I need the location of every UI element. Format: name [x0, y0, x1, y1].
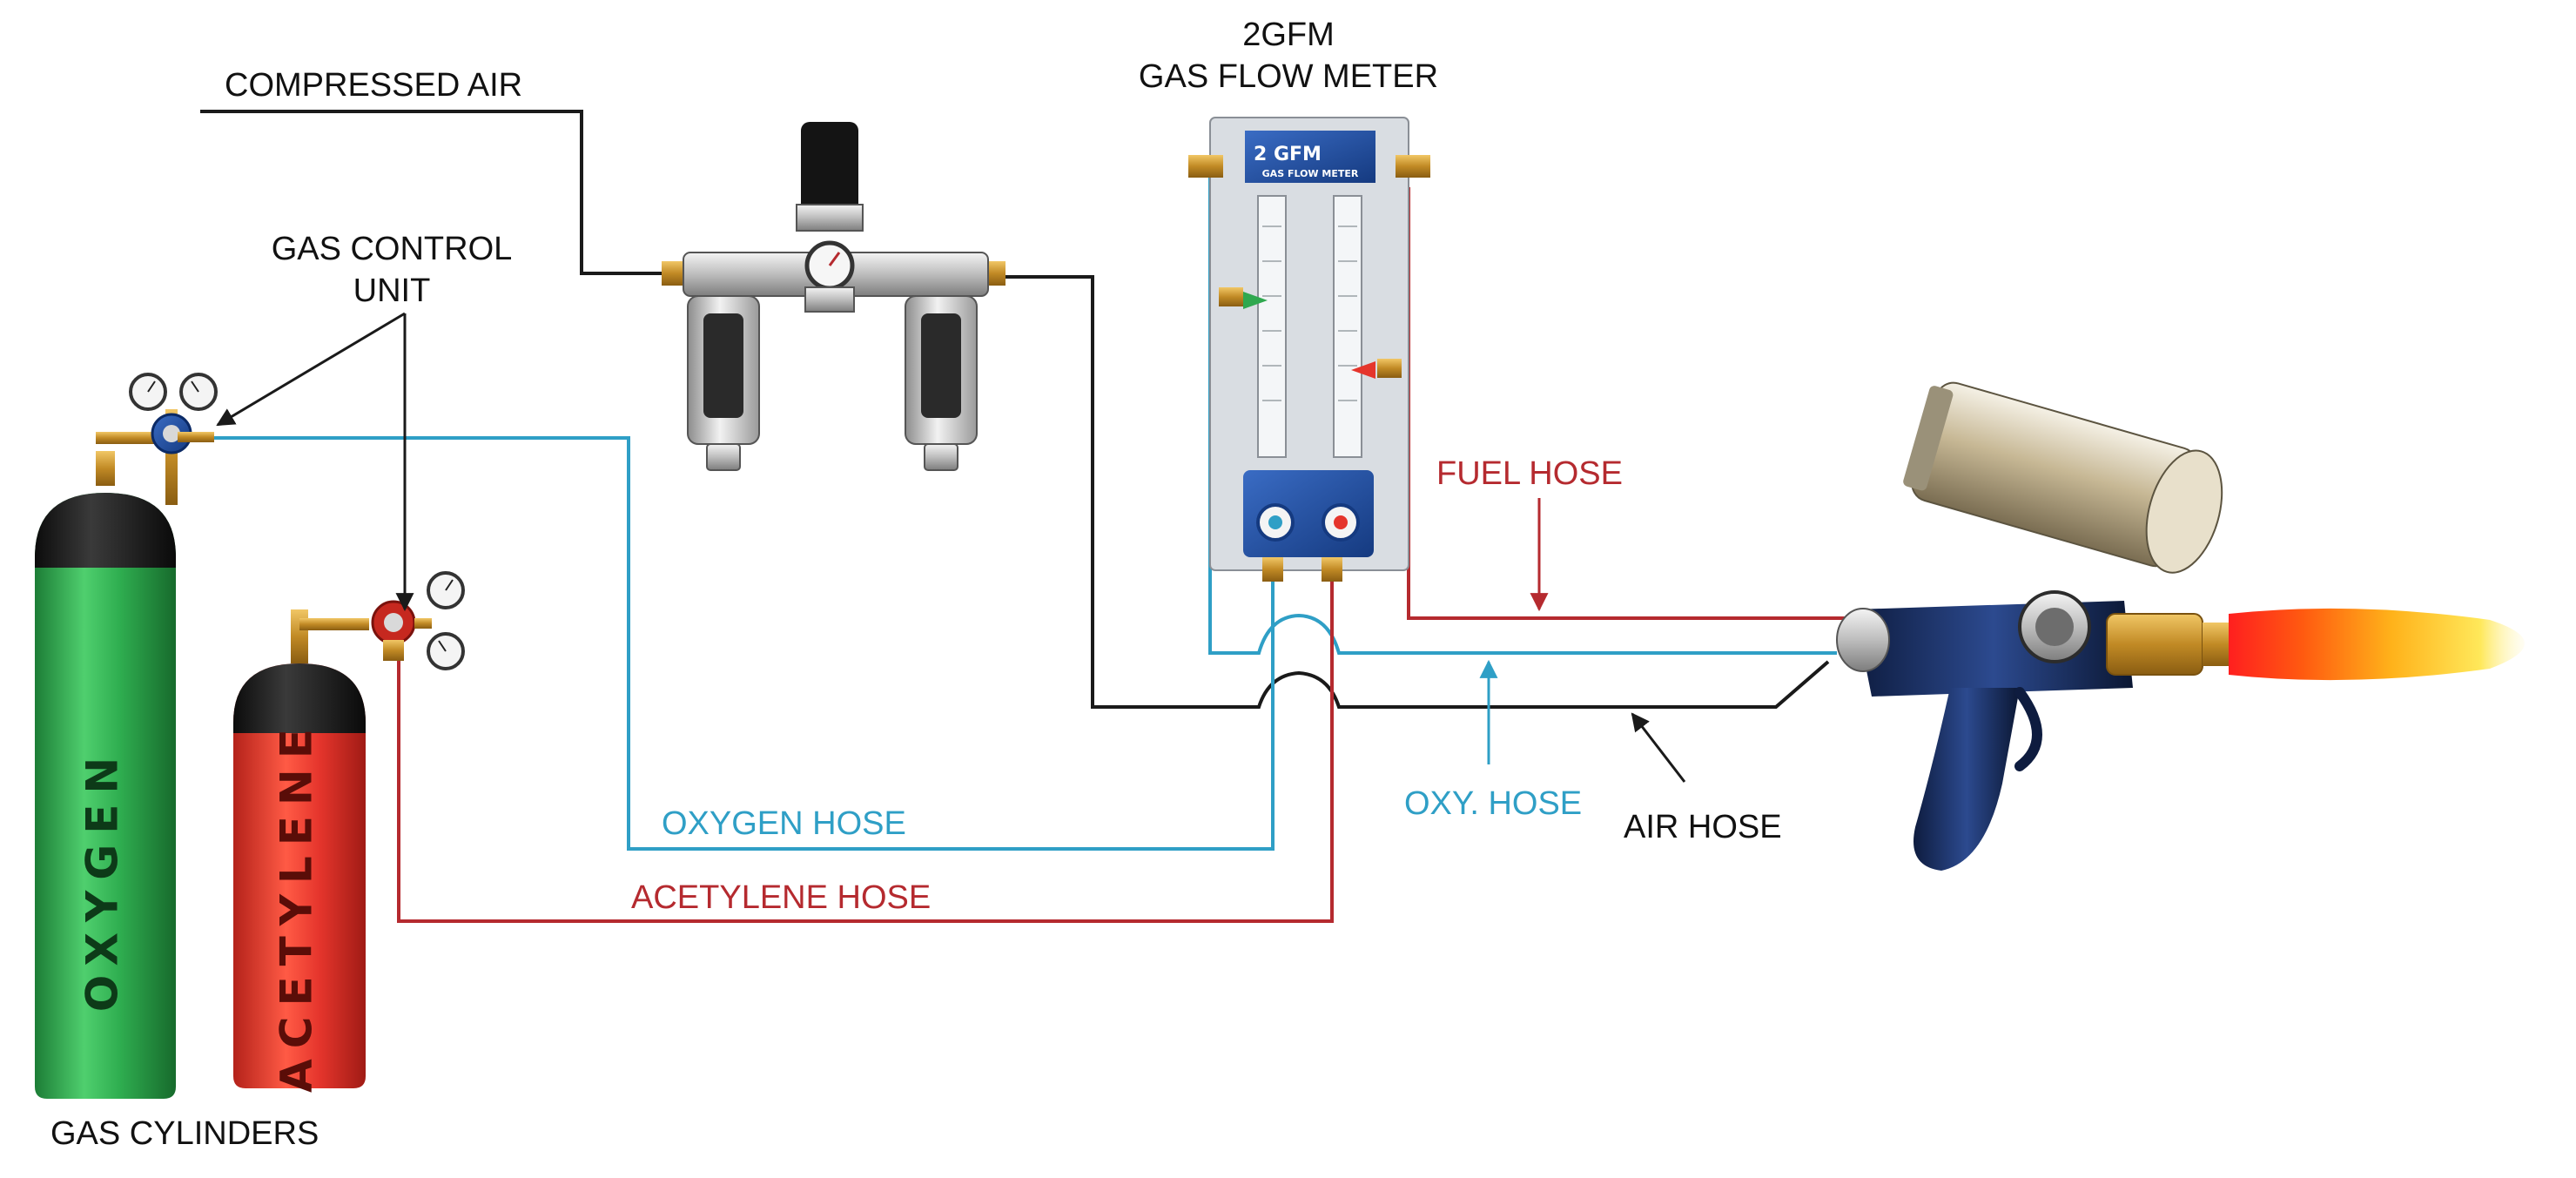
gas-flow-meter: 2 GFM GAS FLOW METER — [1188, 117, 1430, 582]
fuel-hose-line — [1407, 187, 1854, 620]
meter-panel-title: 2 GFM — [1254, 144, 1322, 165]
oxygen-hose-line — [213, 436, 1275, 851]
flow-meter-subtitle-label: GAS FLOW METER — [1139, 58, 1438, 95]
air-hose-label: AIR HOSE — [1624, 809, 1782, 845]
gas-control-unit-label-line1: GAS CONTROL — [272, 231, 513, 267]
air-filter-regulator-unit — [662, 122, 1006, 471]
acetylene-hose-line — [397, 570, 1334, 923]
air-hose-arrow — [1631, 712, 1686, 783]
acetylene-cylinder: ACETYLENE — [233, 609, 366, 1093]
fuel-hose-label: FUEL HOSE — [1436, 455, 1623, 492]
gas-control-unit-label-line2: UNIT — [353, 273, 431, 309]
gas-control-arrow-oxygen — [216, 312, 406, 427]
meter-panel-subtitle: GAS FLOW METER — [1262, 168, 1359, 179]
flow-meter-title-label: 2GFM — [1242, 17, 1335, 53]
flame — [2229, 608, 2525, 681]
acetylene-regulator — [299, 571, 465, 670]
oxy-hose-label: OXY. HOSE — [1404, 785, 1582, 822]
oxygen-regulator — [96, 373, 218, 505]
oxygen-cylinder-label: OXYGEN — [77, 747, 128, 1013]
compressed-air-line — [200, 110, 675, 275]
acetylene-hose-label: ACETYLENE HOSE — [631, 879, 931, 916]
spray-gun — [1836, 381, 2229, 871]
oxygen-hose-label: OXYGEN HOSE — [662, 805, 906, 842]
oxygen-cylinder: OXYGEN — [35, 451, 176, 1099]
gas-cylinders-label: GAS CYLINDERS — [50, 1115, 319, 1152]
air-hose-line — [1001, 275, 1830, 709]
acetylene-cylinder-label: ACETYLENE — [272, 718, 322, 1093]
compressed-air-label: COMPRESSED AIR — [225, 67, 522, 104]
